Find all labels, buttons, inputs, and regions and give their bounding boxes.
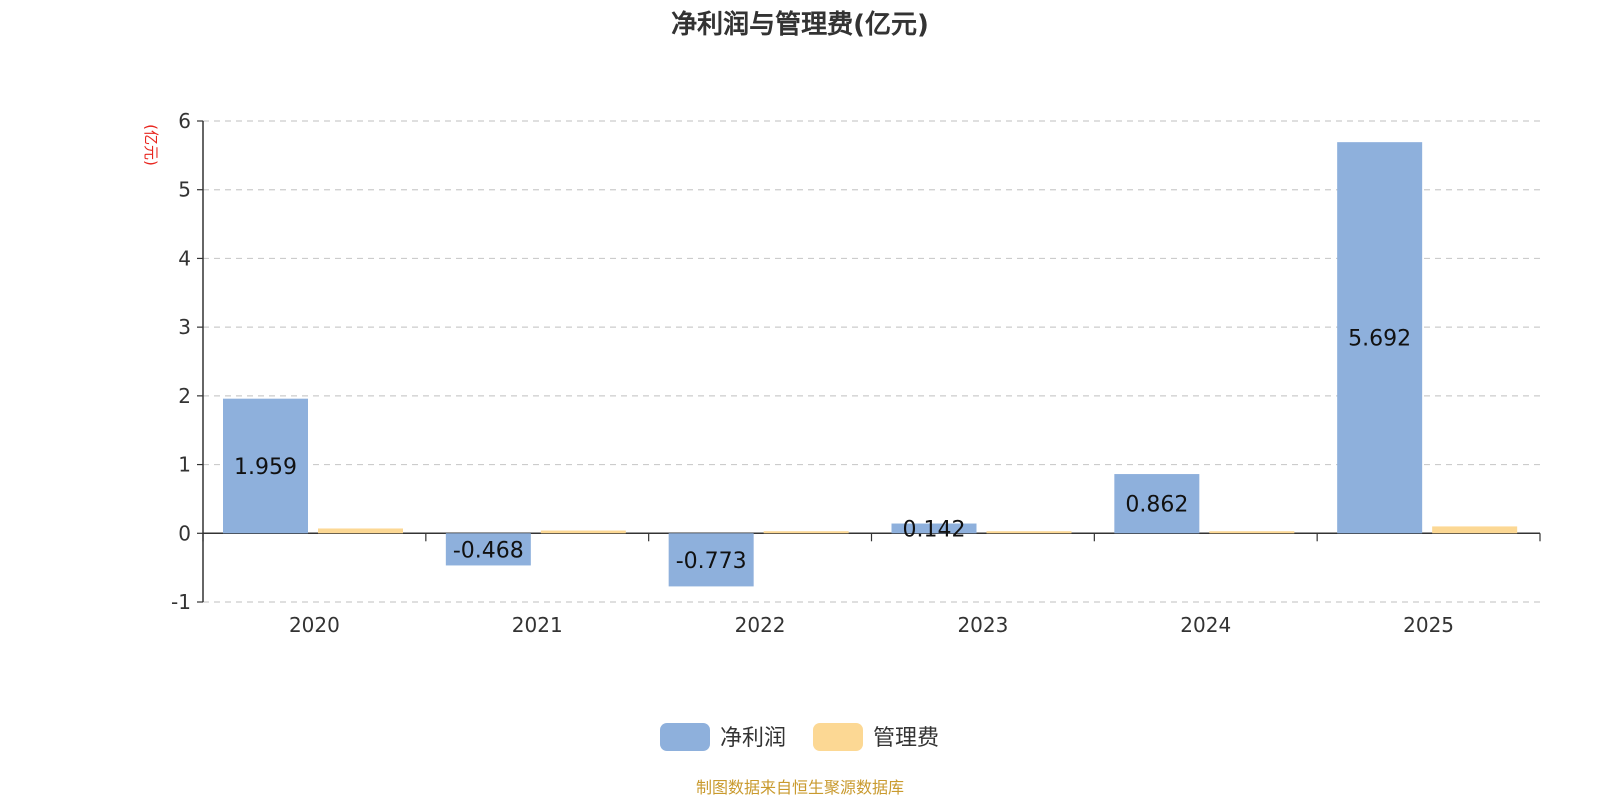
data-label: 0.142 [903, 517, 966, 542]
y-tick-label: 3 [178, 315, 191, 339]
data-label: 5.692 [1348, 327, 1411, 352]
grid-lines [203, 120, 1540, 603]
data-source-note: 制图数据来自恒生聚源数据库 [696, 778, 904, 797]
net-profit-bar [891, 523, 977, 534]
y-tick-label: 5 [178, 178, 191, 202]
y-tick-label: -1 [171, 590, 191, 614]
legend-label-net-profit: 净利润 [720, 726, 786, 751]
bars [223, 142, 1518, 587]
x-tick-label: 2024 [1180, 613, 1231, 637]
data-label: -0.468 [453, 538, 524, 563]
x-tick-label: 2020 [289, 613, 340, 637]
legend-swatch-net-profit [660, 723, 710, 751]
net-profit-bar [1114, 474, 1200, 534]
y-tick-label: 0 [178, 521, 191, 545]
net-profit-bar [445, 533, 531, 566]
data-labels: 1.959 -0.468 -0.773 0.142 0.862 5.692 [234, 327, 1411, 574]
legend-label-management-fee: 管理费 [873, 726, 939, 751]
x-tick-label: 2025 [1403, 613, 1454, 637]
y-tick-label: 2 [178, 384, 191, 408]
management-fee-bar [763, 531, 849, 534]
net-profit-bar [668, 533, 754, 587]
chart-title: 净利润与管理费(亿元) [671, 9, 929, 40]
management-fee-bar [1209, 531, 1295, 534]
management-fee-bar [1432, 526, 1518, 534]
legend-swatch-management-fee [813, 723, 863, 751]
management-fee-bar [986, 531, 1072, 534]
x-tick-label: 2023 [957, 613, 1008, 637]
x-tick-label: 2021 [512, 613, 563, 637]
y-axis-unit: (亿元) [142, 124, 160, 166]
legend[interactable]: 净利润 管理费 [660, 723, 939, 751]
net-profit-bar [223, 398, 308, 534]
y-tick-label: 1 [178, 453, 191, 477]
data-label: 1.959 [234, 455, 297, 480]
management-fee-bar [540, 530, 626, 534]
net-profit-bar [1337, 142, 1423, 534]
axes: 6 5 4 3 2 1 0 -1 2020 2021 2022 2023 2024 2025 [171, 109, 1541, 637]
management-fee-bar [318, 528, 403, 534]
data-label: 0.862 [1125, 493, 1188, 518]
y-tick-label: 4 [178, 246, 191, 270]
y-tick-label: 6 [178, 109, 191, 133]
x-tick-label: 2022 [735, 613, 786, 637]
data-label: -0.773 [676, 549, 747, 574]
